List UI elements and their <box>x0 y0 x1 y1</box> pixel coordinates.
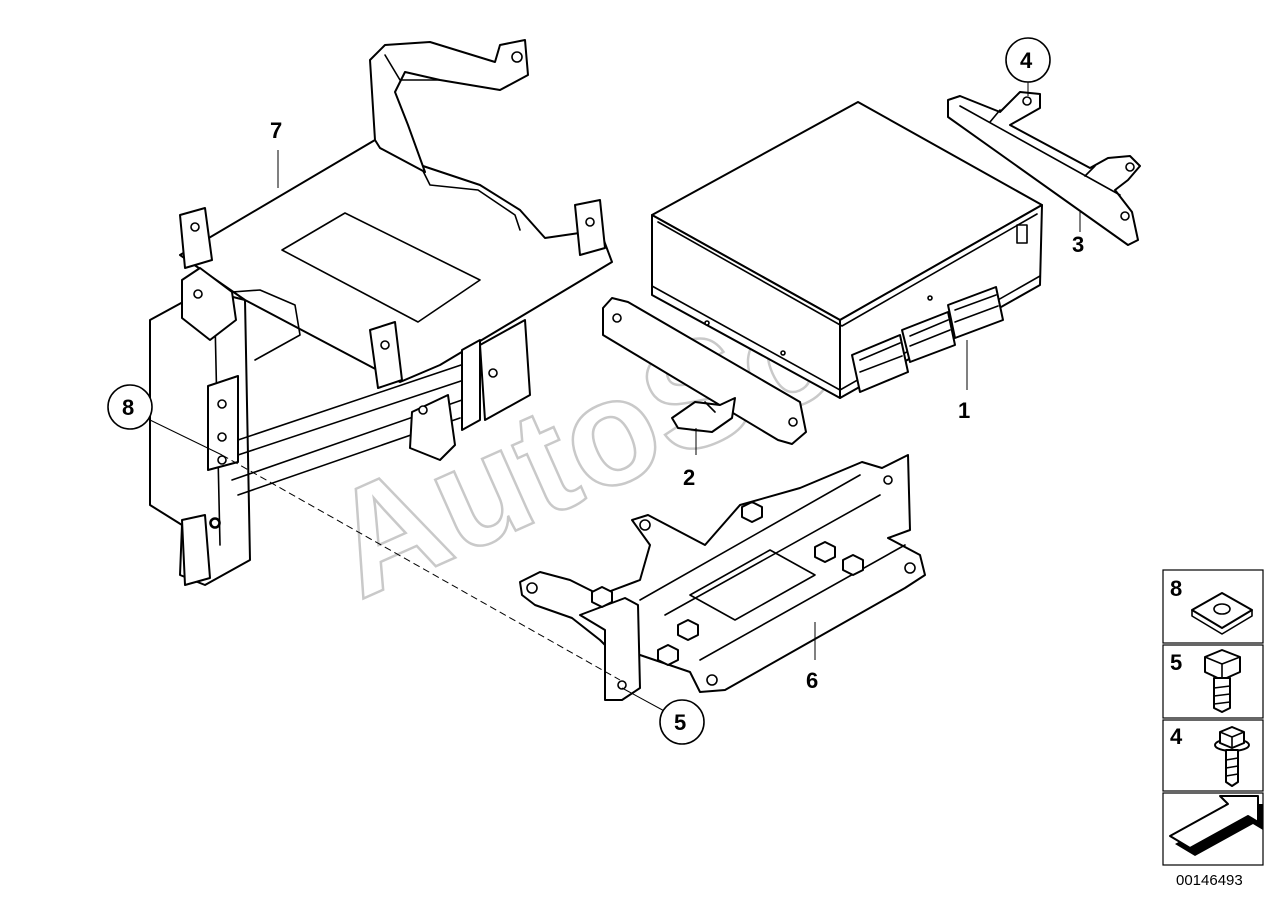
part-1-control-unit[interactable] <box>651 101 1043 399</box>
callout-2: 2 <box>683 465 695 490</box>
callout-4-circle <box>1005 37 1051 83</box>
callout-8-circle <box>107 384 153 430</box>
callout-3: 3 <box>1072 232 1084 257</box>
next-arrow-icon[interactable] <box>1169 795 1263 856</box>
part-2-side-strap[interactable] <box>602 297 807 445</box>
hex-bolt-icon <box>1204 649 1241 713</box>
part-6-mounting-plate[interactable] <box>519 454 926 701</box>
legend-label-bolt-large: 5 <box>1170 650 1182 675</box>
legend-label-nut: 8 <box>1170 576 1182 601</box>
callout-5-circle <box>659 699 705 745</box>
callout-5: 5 <box>674 710 686 735</box>
part-3-holder-bar[interactable] <box>947 91 1141 246</box>
clip-nut-icon <box>1191 592 1253 635</box>
legend-panel: 8 5 4 <box>1162 569 1264 866</box>
callout-6: 6 <box>806 668 818 693</box>
flange-bolt-icon <box>1214 726 1250 787</box>
callout-8: 8 <box>122 395 134 420</box>
callout-7: 7 <box>270 118 282 143</box>
part-7-carrier-bracket[interactable] <box>149 39 613 586</box>
assembly-line <box>221 454 621 681</box>
drawing-number: 00146493 <box>1176 872 1243 889</box>
legend-label-bolt-small: 4 <box>1170 724 1183 749</box>
callout-1: 1 <box>958 398 970 423</box>
callout-4: 4 <box>1020 48 1033 73</box>
